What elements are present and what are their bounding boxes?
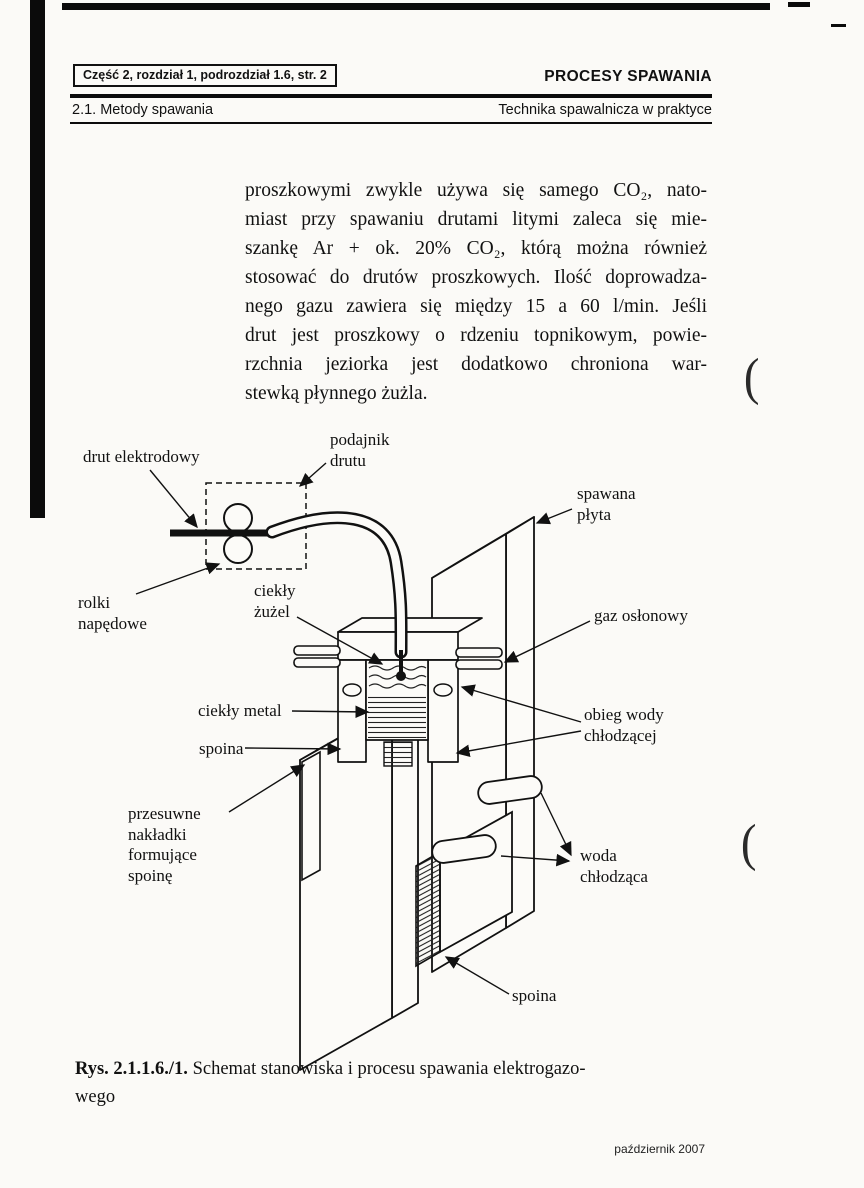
body-line: proszkowymi zwykle używa się samego CO₂,… [245,180,707,201]
body-line: nego gazu zawiera się między 15 a 60 l/m… [245,296,707,317]
scan-artifact-dash [831,24,846,27]
wire-guide-tube [265,511,408,659]
body-line: miast przy spawaniu drutami litymi zalec… [245,209,707,230]
label-ciekly-metal: ciekły metal [198,701,282,720]
breadcrumb-text: Część 2, rozdział 1, podrozdział 1.6, st… [83,68,327,82]
page-footer-date: październik 2007 [614,1142,705,1156]
body-line: stewką płynnego żużla. [245,383,428,404]
fresh-weld-hatch [383,741,413,767]
label-woda-chlodzaca: woda chłodząca [580,846,648,886]
label-spoina-bottom: spoina [512,986,557,1005]
leader-arrows [135,462,591,995]
label-podajnik-drutu: podajnik drutu [330,430,390,470]
label-obieg-wody: obieg wody chłodzącej [584,705,664,745]
scan-artifact-left-bar [30,0,45,518]
figure-caption-text-2: wego [75,1086,116,1107]
body-line: stosować do drutów proszkowych. Ilość do… [245,267,707,288]
header-rule-thick [70,94,712,98]
arc-spot [396,671,406,681]
gas-tubes [293,645,503,670]
liquid-metal-hatch [368,694,426,738]
label-spoina-left: spoina [199,739,244,758]
figure-caption: Rys. 2.1.1.6./1. Schemat stanowiska i pr… [75,1056,720,1112]
label-ciekly-zuzel: ciekły żużel [254,581,296,621]
figure-caption-number: Rys. 2.1.1.6./1. [75,1059,188,1079]
label-gaz-oslonowy: gaz osłonowy [594,606,688,625]
scan-artifact-top-right [788,2,810,7]
header-rule-thin [70,122,712,124]
scan-mark-parenthesis-upper: ( [743,349,760,406]
label-rolki-napedowe: rolki napędowe [78,593,147,633]
weld-seam-hatch [415,850,441,968]
body-paragraph: proszkowymi zwykle używa się samego CO₂,… [245,176,707,408]
breadcrumb: Część 2, rozdział 1, podrozdział 1.6, st… [73,64,337,87]
body-line: szankę Ar + ok. 20% CO₂, którą można rów… [245,238,707,259]
body-line: rzchnia jeziorka jest dodatkowo chronion… [245,354,707,375]
water-hole-left [342,683,362,697]
section-heading: 2.1. Metody spawania [72,102,214,118]
label-drut-elektrodowy: drut elektrodowy [83,447,200,466]
header-subtitle: Technika spawalnicza w praktyce [498,102,712,118]
scan-artifact-top-bar [62,3,770,10]
sliding-shoe-strip [301,750,321,882]
label-przesuwne-nakladki: przesuwne nakładki formujące spoinę [128,804,201,886]
cooling-water-cylinders [431,775,543,864]
page-title: PROCESY SPAWANIA [544,68,712,85]
scan-mark-parenthesis-lower: ( [740,815,757,872]
body-line: drut jest proszkowy o rdzeniu topnikowym… [245,325,707,346]
water-hole-right [433,683,453,697]
drive-rollers [223,503,253,564]
label-spawana-plyta: spawana płyta [577,484,636,524]
figure-caption-text: Schemat stanowiska i procesu spawania el… [187,1059,586,1079]
